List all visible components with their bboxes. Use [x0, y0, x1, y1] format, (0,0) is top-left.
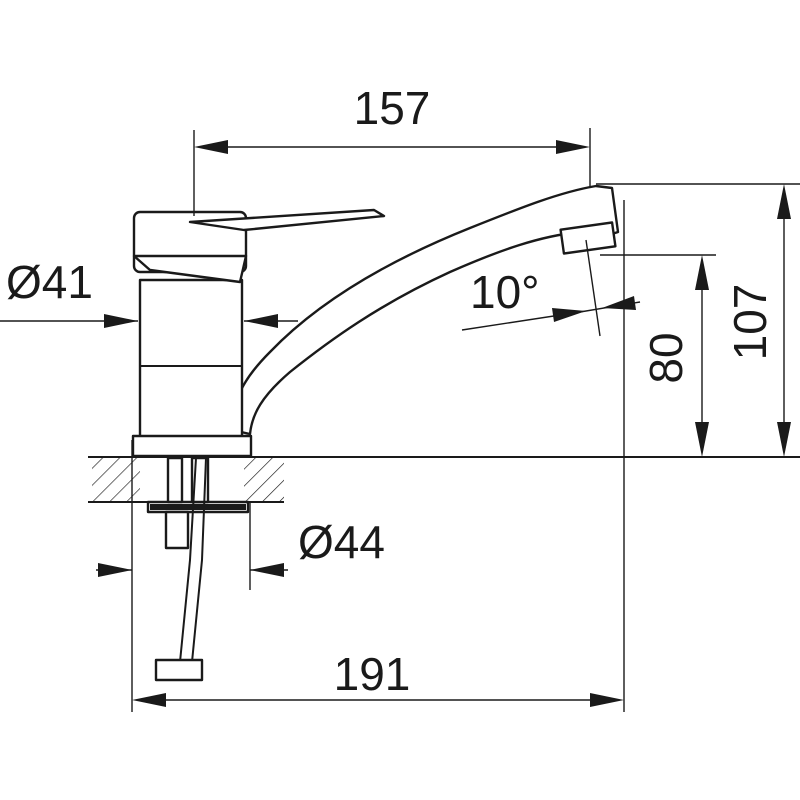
faucet-body: [131, 210, 253, 458]
dimension-body-diameter: Ø41: [0, 256, 298, 328]
dimension-total-length: 191: [132, 648, 624, 707]
dimension-total-height: 107: [724, 184, 791, 457]
dimension-label-base-diameter: Ø44: [298, 516, 385, 568]
extension-lines: [596, 183, 800, 712]
dimension-spout-reach: 157: [193, 82, 591, 216]
dimension-label-spout-height: 80: [640, 332, 692, 383]
lever-handle: [188, 208, 386, 232]
dimension-label-total-length: 191: [334, 648, 411, 700]
dimension-label-body-diameter: Ø41: [6, 256, 93, 308]
dimension-label-spout-angle: 10°: [470, 266, 540, 318]
dimension-spout-height: 80: [640, 255, 709, 457]
spout: [230, 184, 620, 436]
dimension-spout-angle: 10°: [461, 239, 641, 337]
dimension-label-total-height: 107: [724, 284, 776, 361]
dimension-label-spout-reach: 157: [354, 82, 431, 134]
mounting-hardware: [146, 456, 250, 682]
dimension-base-diameter: Ø44: [96, 440, 385, 712]
